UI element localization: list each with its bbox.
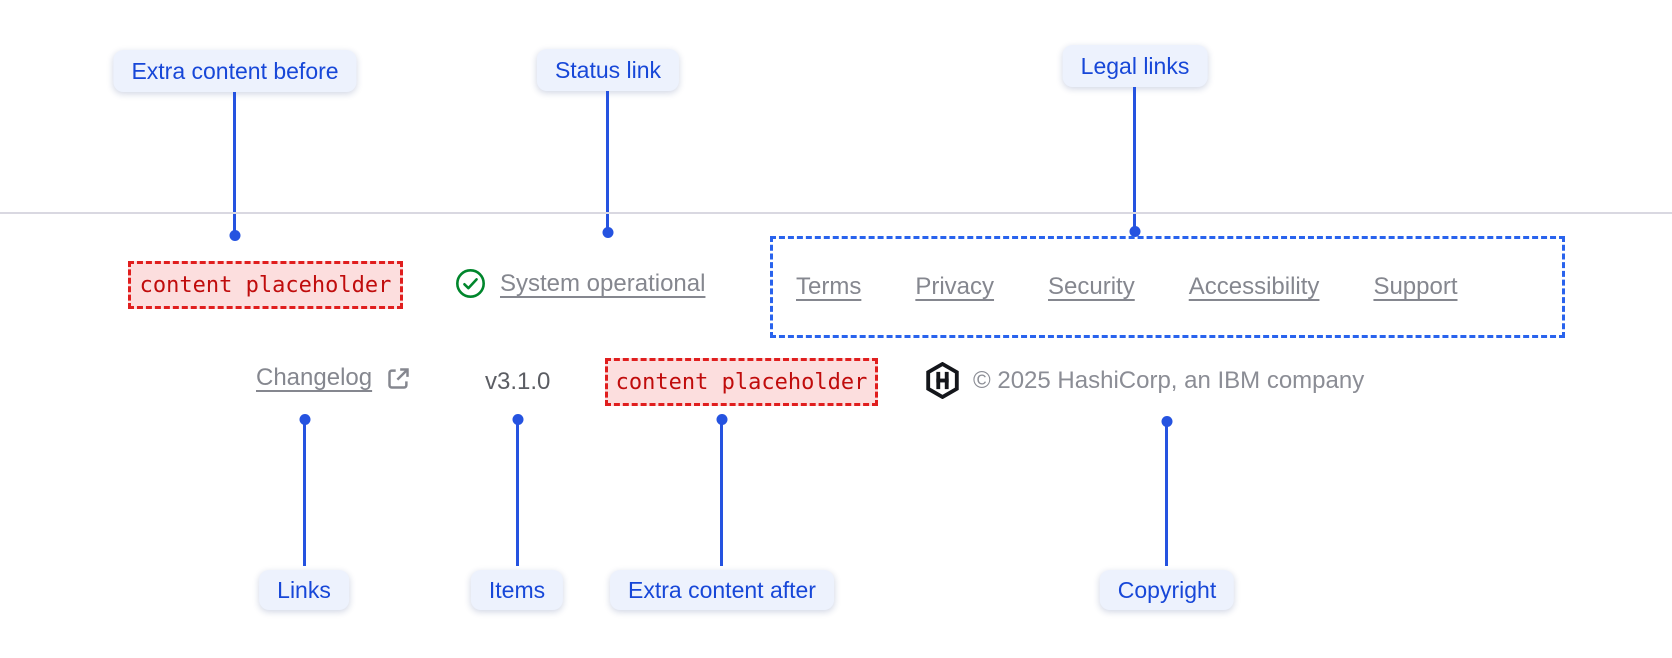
annotation-pill-status-link: Status link xyxy=(536,49,680,91)
changelog-link[interactable]: Changelog xyxy=(256,364,373,391)
connector-status-link xyxy=(606,91,609,232)
connector-links xyxy=(303,420,306,566)
annotation-pill-extra-content-before: Extra content before xyxy=(113,50,357,92)
annotation-pill-copyright: Copyright xyxy=(1099,570,1235,610)
legal-link-security[interactable]: Security xyxy=(1048,273,1135,300)
extra-content-before-placeholder: content placeholder xyxy=(128,261,403,309)
footer-top-divider xyxy=(0,212,1672,214)
legal-link-privacy[interactable]: Privacy xyxy=(915,273,995,300)
check-circle-icon xyxy=(455,268,486,299)
legal-links-group: Terms Privacy Security Accessibility Sup… xyxy=(770,236,1565,338)
legal-link-support[interactable]: Support xyxy=(1373,273,1458,300)
connector-extra-content-before xyxy=(233,92,236,235)
copyright-text: © 2025 HashiCorp, an IBM company xyxy=(973,366,1365,394)
annotation-pill-links: Links xyxy=(259,570,349,610)
annotation-pill-extra-content-after: Extra content after xyxy=(610,570,834,610)
copyright-group: © 2025 HashiCorp, an IBM company xyxy=(926,362,1364,399)
extra-content-after-placeholder: content placeholder xyxy=(605,358,878,406)
connector-copyright xyxy=(1165,422,1168,566)
hashicorp-logo-icon xyxy=(926,362,959,399)
connector-legal-links xyxy=(1133,87,1136,231)
version-text: v3.1.0 xyxy=(485,368,551,395)
legal-link-accessibility[interactable]: Accessibility xyxy=(1188,273,1320,300)
status-link-group[interactable]: System operational xyxy=(455,268,705,299)
legal-link-terms[interactable]: Terms xyxy=(796,273,862,300)
status-link[interactable]: System operational xyxy=(500,269,706,297)
changelog-link-group[interactable]: Changelog xyxy=(256,364,412,392)
external-link-icon xyxy=(385,365,412,392)
connector-items xyxy=(516,420,519,566)
connector-extra-content-after xyxy=(720,420,723,566)
annotation-pill-legal-links: Legal links xyxy=(1062,45,1208,87)
annotation-pill-items: Items xyxy=(470,570,564,610)
